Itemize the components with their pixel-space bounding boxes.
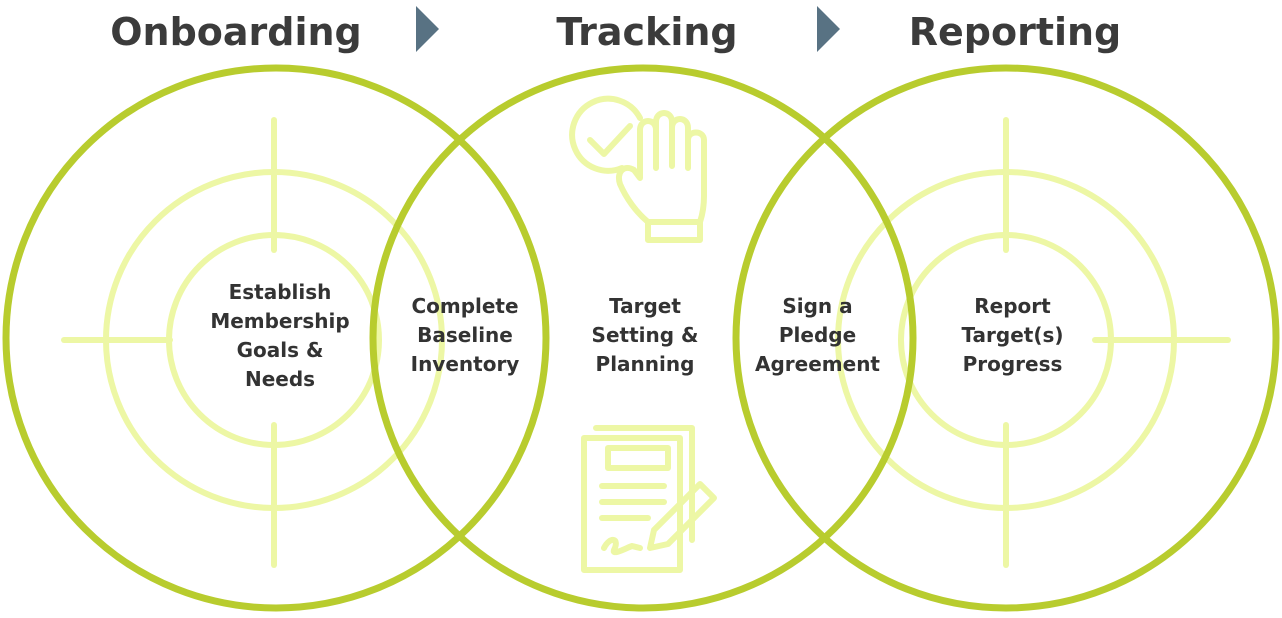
target-reticle-right — [835, 117, 1231, 568]
ring-reporting — [732, 64, 1280, 612]
stage-title-onboarding: Onboarding — [110, 10, 362, 54]
step-label-line: Sign a — [782, 294, 853, 318]
check-circle-icon — [569, 95, 643, 174]
step-label-sign-pledge: Sign a Pledge Agreement — [735, 292, 900, 379]
step-label-line: Target — [609, 294, 681, 318]
step-label-line: Planning — [595, 352, 695, 376]
step-label-line: Complete — [411, 294, 519, 318]
ring-onboarding — [2, 64, 550, 612]
stage-title-reporting: Reporting — [908, 10, 1122, 54]
step-label-line: Inventory — [410, 352, 520, 376]
step-label-line: Needs — [244, 367, 316, 391]
ring-tracking — [369, 64, 917, 612]
step-label-establish: Establish Membership Goals & Needs — [190, 278, 370, 394]
step-label-target-setting: Target Setting & Planning — [565, 292, 725, 379]
stage-rings — [2, 64, 1280, 612]
step-label-complete-baseline: Complete Baseline Inventory — [380, 292, 550, 379]
arrow-right-icon — [817, 6, 840, 52]
step-label-line: Baseline — [417, 323, 513, 347]
step-label-line: Agreement — [755, 352, 880, 376]
target-reticle-left — [61, 117, 445, 568]
stage-title-tracking: Tracking — [556, 10, 738, 54]
step-label-line: Membership — [210, 309, 350, 333]
step-label-line: Goals & — [236, 338, 324, 362]
step-label-line: Progress — [962, 352, 1063, 376]
signed-document-icon — [581, 425, 717, 573]
step-label-line: Setting & — [591, 323, 699, 347]
step-label-line: Report — [974, 294, 1051, 318]
step-label-report-progress: Report Target(s) Progress — [925, 292, 1100, 379]
step-label-line: Target(s) — [961, 323, 1064, 347]
arrow-right-icon — [416, 6, 439, 52]
raised-hand-icon — [616, 110, 707, 243]
step-label-line: Pledge — [778, 323, 857, 347]
step-label-line: Establish — [228, 280, 332, 304]
